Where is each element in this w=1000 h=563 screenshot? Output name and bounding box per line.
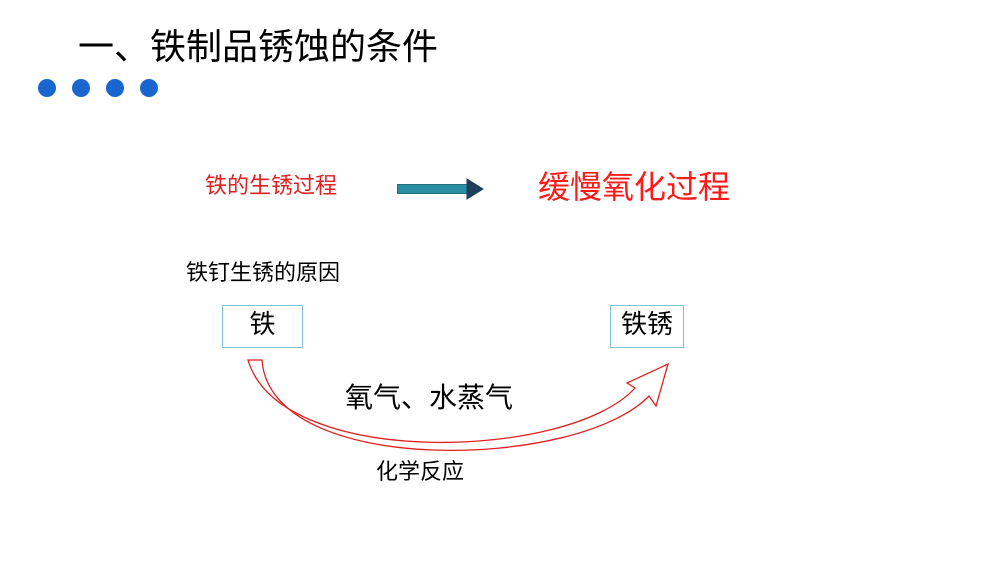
- iron-label: 铁: [249, 310, 276, 340]
- reaction-conditions: 氧气、水蒸气: [345, 381, 514, 414]
- slow-oxidation-label: 缓慢氧化过程: [538, 168, 731, 206]
- curved-arrow-icon: [240, 350, 680, 460]
- rust-label: 铁锈: [620, 310, 673, 340]
- cause-heading: 铁钉生锈的原因: [186, 261, 341, 286]
- decorative-dots: [38, 79, 163, 99]
- arrow-right-icon: [397, 178, 485, 200]
- slide-title: 一、铁制品锈蚀的条件: [78, 27, 439, 68]
- reaction-type-label: 化学反应: [376, 460, 465, 485]
- iron-box: 铁: [222, 305, 303, 348]
- rust-box: 铁锈: [610, 305, 684, 348]
- rusting-process-label: 铁的生锈过程: [205, 174, 338, 199]
- dot-icon: [106, 79, 124, 97]
- dot-icon: [72, 79, 90, 97]
- dot-icon: [38, 79, 56, 97]
- dot-icon: [140, 79, 158, 97]
